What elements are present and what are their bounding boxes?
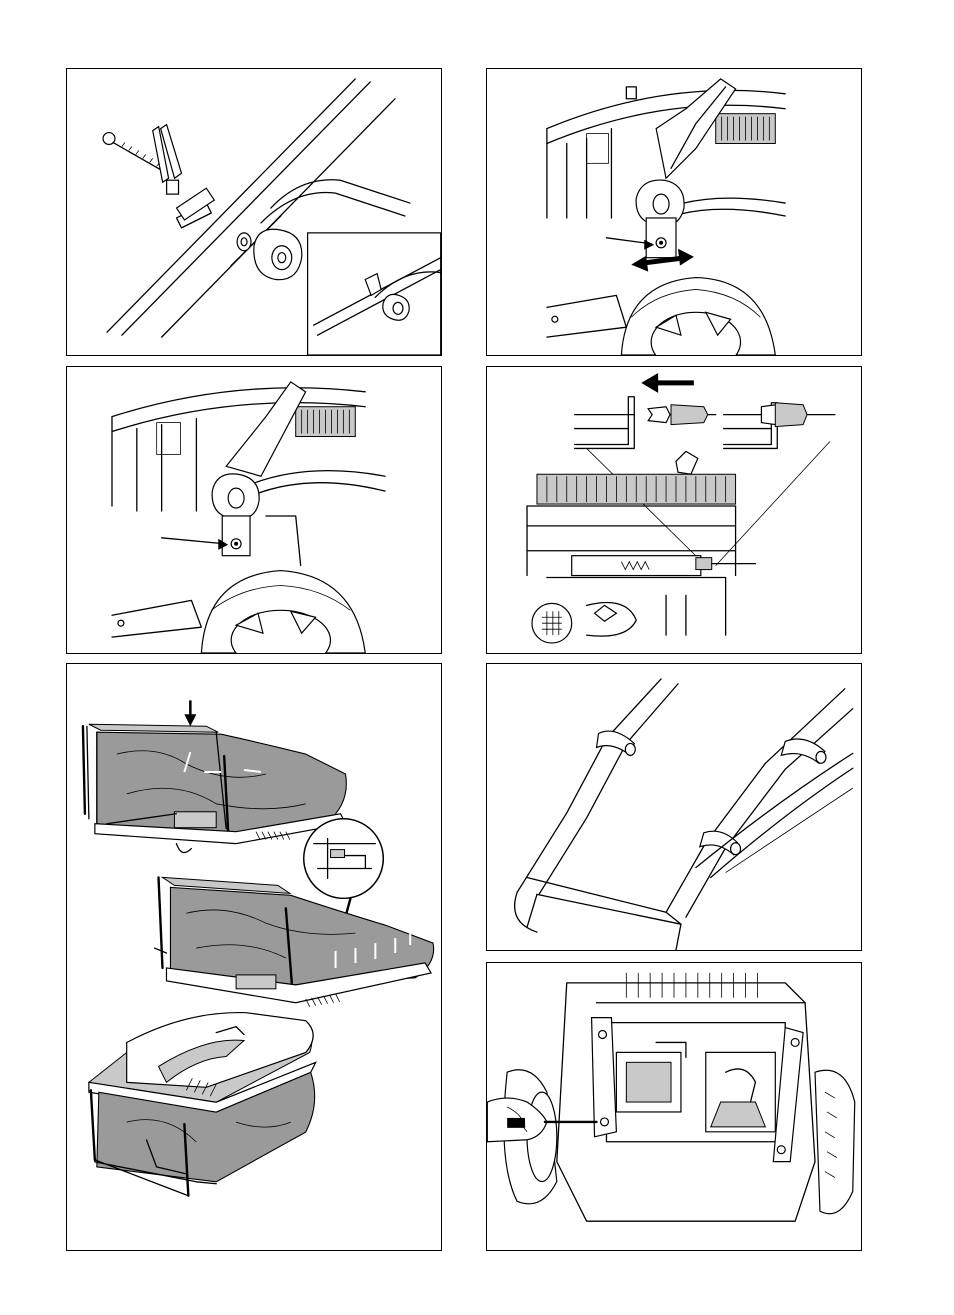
- wheel-right-icon: [815, 1070, 855, 1214]
- cable-connector-illustration: [487, 367, 861, 653]
- figure-grass-catcher-assembly: [66, 663, 442, 1251]
- rear-bracket-illustration: [487, 963, 861, 1250]
- knob-icon: [212, 474, 259, 519]
- bracket-right-icon: [773, 1028, 803, 1162]
- handle-clips-illustration: [487, 664, 861, 950]
- figure-rear-bracket-screw: [486, 962, 862, 1251]
- grass-catcher-illustration: [67, 664, 441, 1250]
- vent-grille: [296, 407, 356, 437]
- connector-detached-icon: [648, 405, 716, 425]
- figure-cable-connector: [486, 366, 862, 654]
- figure-handle-adjust-left: [486, 68, 862, 356]
- catcher-frame-step-1: [83, 724, 346, 852]
- bracket-left-icon: [592, 1018, 617, 1137]
- wheel-icon: [621, 278, 775, 355]
- clip-icon: [153, 125, 215, 220]
- catcher-assembled: [89, 1013, 316, 1196]
- figure-bolt-and-knob: [66, 68, 442, 356]
- figure-handle-adjust-right: [66, 366, 442, 654]
- catcher-frame-step-2: [155, 877, 434, 1006]
- washer-icon: [237, 233, 251, 251]
- handle-adjust-illustration: [487, 69, 861, 355]
- down-arrow-icon: [184, 700, 196, 726]
- clip-right-a-icon: [781, 739, 826, 763]
- engine-icon: [527, 451, 755, 643]
- clip-right-b-icon: [700, 831, 741, 854]
- bolt-icon: [103, 133, 162, 171]
- inset-detail: [308, 233, 441, 355]
- figure-upper-handle-clips: [486, 663, 862, 951]
- clip-left-icon: [597, 731, 636, 755]
- connector-attached-icon: [761, 403, 834, 427]
- knob-icon: [254, 229, 302, 279]
- wheel-icon: [201, 571, 365, 653]
- pointer-arrow-icon: [162, 538, 229, 550]
- handle-adjust-illustration-2: [67, 367, 441, 653]
- bolt-knob-illustration: [67, 69, 441, 355]
- direction-arrow-icon: [641, 373, 694, 393]
- vent-grille: [716, 114, 776, 144]
